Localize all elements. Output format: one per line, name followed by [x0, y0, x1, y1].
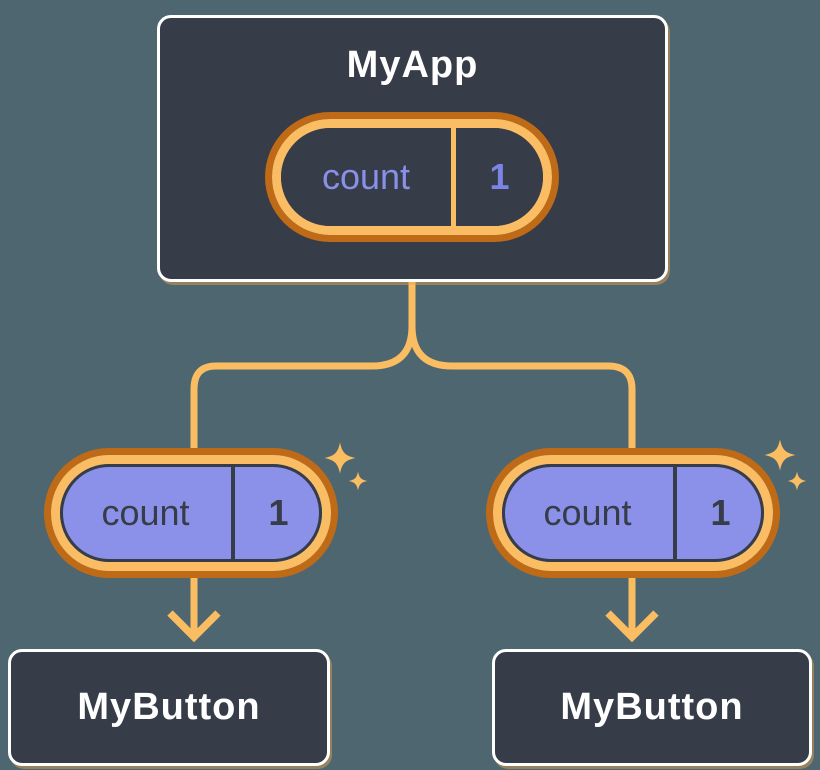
pill-divider — [673, 464, 677, 562]
component-node-mybutton-left: MyButton — [8, 649, 330, 766]
arrow-down-icon — [167, 610, 221, 643]
connector-right-branch — [408, 282, 636, 633]
component-name: MyButton — [560, 686, 744, 728]
component-name: MyButton — [77, 686, 261, 728]
pill-divider — [451, 128, 456, 226]
arrow-down-icon — [605, 610, 659, 643]
prop-value: 1 — [710, 492, 731, 533]
pill-divider — [231, 464, 235, 562]
sparkle-icon — [764, 439, 807, 491]
component-name: MyApp — [346, 44, 479, 86]
prop-name: count — [101, 492, 190, 533]
state-name: count — [321, 156, 411, 197]
connector-left-branch — [190, 282, 416, 633]
component-node-mybutton-right: MyButton — [492, 649, 812, 766]
state-pill-body: count 1 — [281, 128, 543, 226]
prop-name: count — [543, 492, 632, 533]
state-pill-myapp: count 1 — [272, 119, 552, 235]
component-node-myapp: MyApp — [157, 15, 668, 282]
prop-pill-body: count 1 — [502, 464, 764, 562]
prop-pill-left: count 1 — [51, 455, 331, 571]
sparkle-icon — [324, 442, 368, 491]
prop-value: 1 — [268, 492, 289, 533]
state-value: 1 — [489, 156, 510, 197]
prop-pill-right: count 1 — [493, 455, 773, 571]
prop-pill-body: count 1 — [60, 464, 322, 562]
